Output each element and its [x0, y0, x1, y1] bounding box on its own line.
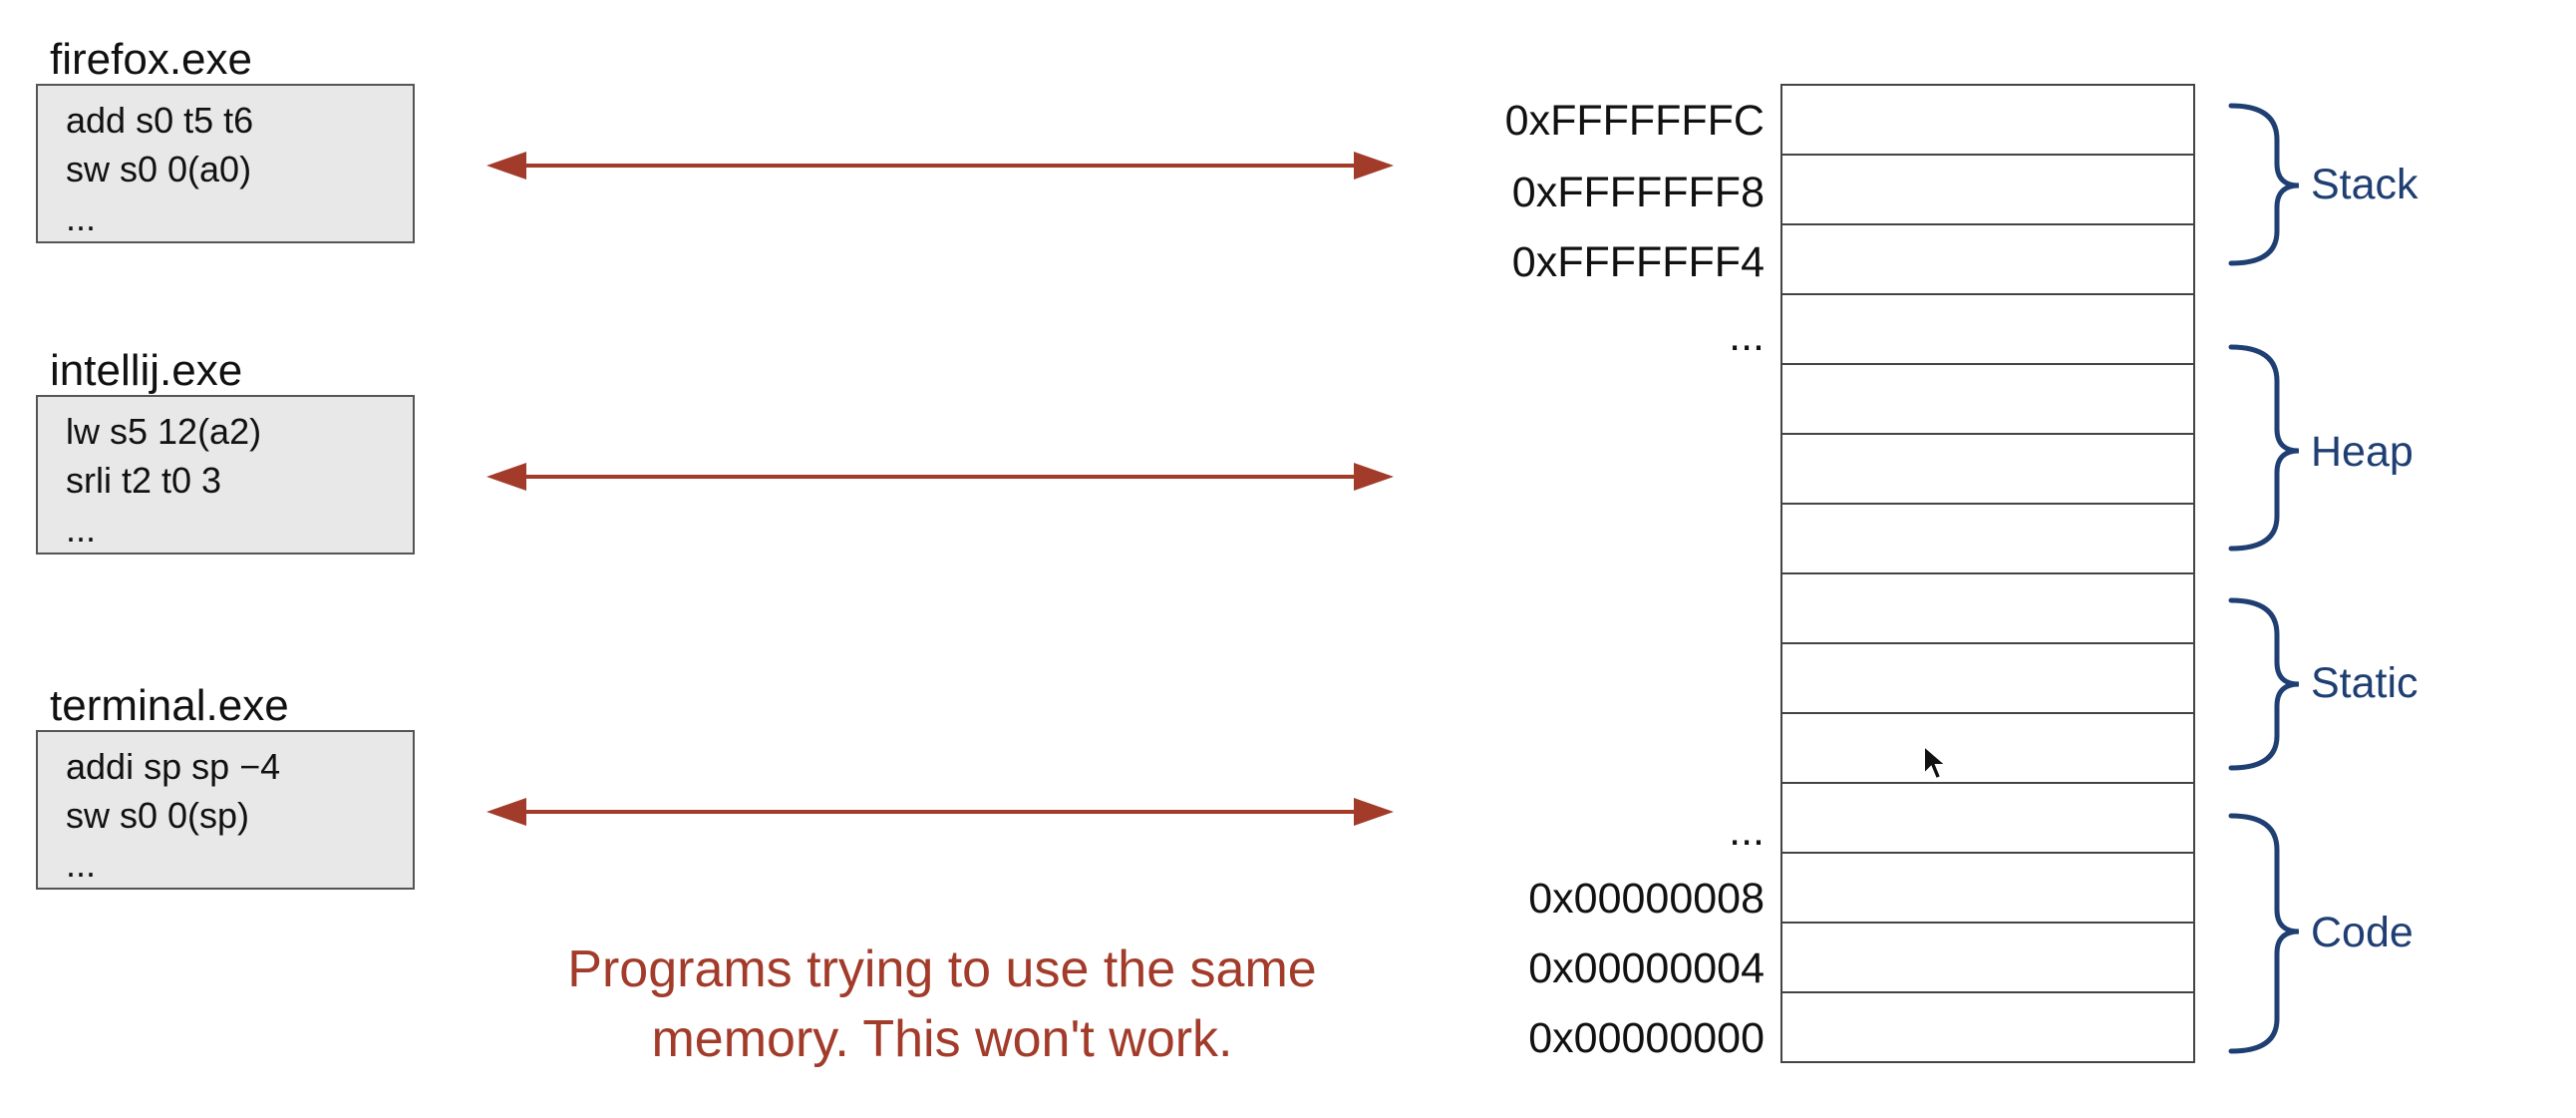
code-box: addi sp sp −4 sw s0 0(sp) ... — [36, 730, 415, 890]
memory-cell — [1780, 154, 2195, 223]
caption: Programs trying to use the same memory. … — [469, 934, 1416, 1074]
double-arrow-terminal — [486, 798, 1394, 826]
memory-cell — [1780, 293, 2195, 363]
code-box: add s0 t5 t6 sw s0 0(a0) ... — [36, 84, 415, 243]
memory-cell — [1780, 642, 2195, 712]
region-label-code: Code — [2311, 909, 2414, 956]
address-label: 0xFFFFFFF4 — [1511, 238, 1765, 286]
address-label: 0x00000008 — [1528, 875, 1765, 923]
address-label: 0x00000000 — [1528, 1014, 1765, 1062]
memory-cell — [1780, 503, 2195, 572]
memory-cell — [1780, 223, 2195, 293]
address-label: 0x00000004 — [1528, 944, 1765, 992]
memory-cell — [1780, 922, 2195, 991]
code-box: lw s5 12(a2) srli t2 t0 3 ... — [36, 395, 415, 555]
code-line: ... — [66, 509, 97, 550]
memory-cell — [1780, 712, 2195, 782]
memory-cell — [1780, 433, 2195, 503]
code-line: ... — [66, 197, 97, 238]
code-line: lw s5 12(a2) — [66, 411, 262, 452]
memory-cell — [1780, 782, 2195, 852]
program-title: terminal.exe — [50, 681, 289, 730]
code-line: add s0 t5 t6 — [66, 100, 254, 141]
brace-heap — [2228, 344, 2300, 552]
mouse-cursor-icon — [1923, 744, 1949, 781]
region-label-stack: Stack — [2311, 161, 2418, 208]
memory-cell — [1780, 572, 2195, 642]
memory-cell — [1780, 363, 2195, 433]
brace-stack — [2228, 103, 2300, 266]
double-arrow-firefox — [486, 152, 1394, 180]
code-line: sw s0 0(a0) — [66, 149, 252, 189]
brace-static — [2228, 597, 2300, 771]
address-label: 0xFFFFFFF8 — [1511, 169, 1765, 216]
region-label-heap: Heap — [2311, 428, 2414, 476]
address-label: 0xFFFFFFFC — [1504, 97, 1765, 145]
code-line: ... — [66, 844, 97, 885]
code-line: sw s0 0(sp) — [66, 795, 250, 836]
caption-line: Programs trying to use the same — [567, 940, 1317, 998]
memory-cell — [1780, 852, 2195, 922]
code-line: addi sp sp −4 — [66, 746, 281, 787]
address-ellipsis: ... — [1729, 312, 1765, 360]
program-title: intellij.exe — [50, 346, 243, 395]
program-title: firefox.exe — [50, 35, 252, 84]
caption-line: memory. This won't work. — [651, 1010, 1233, 1068]
address-ellipsis: ... — [1729, 807, 1765, 855]
memory-cell — [1780, 84, 2195, 154]
brace-code — [2228, 813, 2300, 1054]
double-arrow-intellij — [486, 463, 1394, 491]
memory-column — [1780, 84, 2195, 1063]
code-line: srli t2 t0 3 — [66, 460, 222, 501]
memory-cell — [1780, 991, 2195, 1063]
region-label-static: Static — [2311, 659, 2418, 707]
